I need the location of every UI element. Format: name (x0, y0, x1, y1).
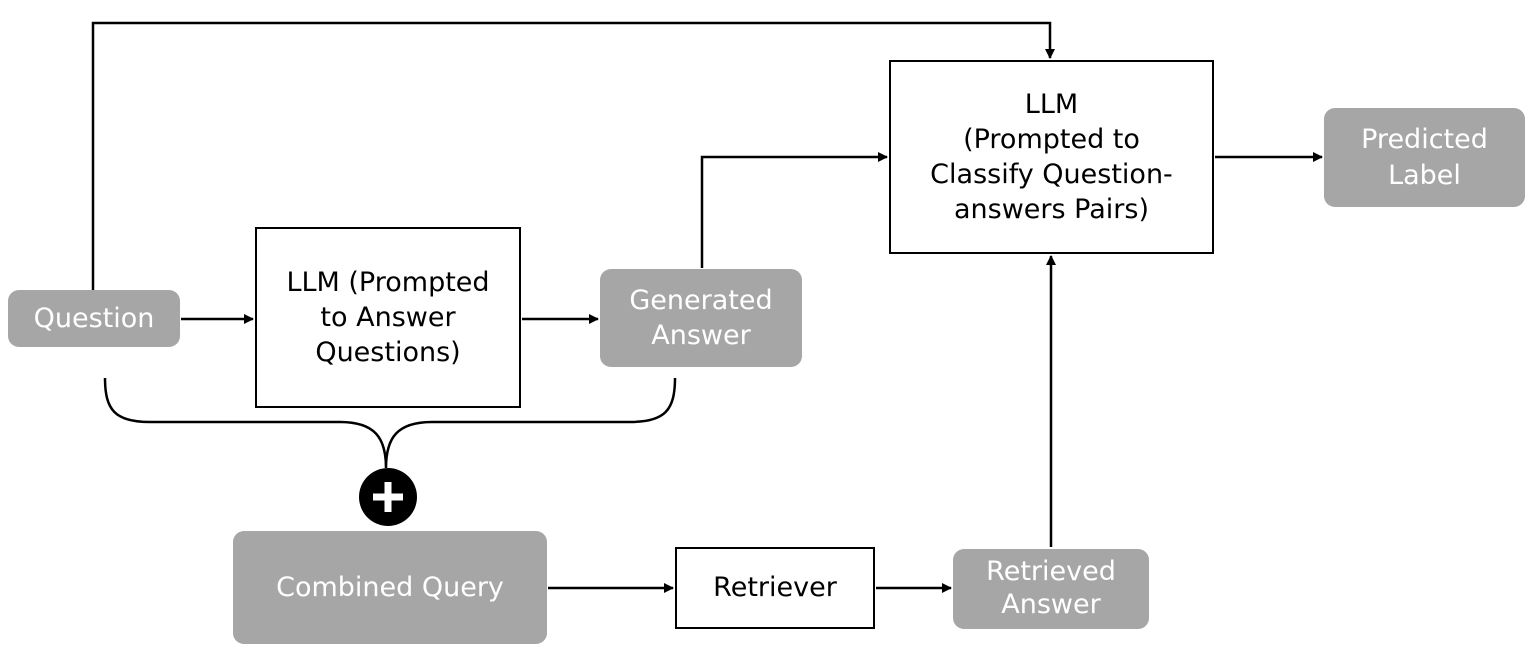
question-node: Question (8, 290, 180, 347)
predicted-label-line-2: Label (1388, 159, 1461, 191)
retrieved-answer-line-2: Answer (1001, 589, 1101, 620)
arrow-generated-to-llm-classify (700, 152, 888, 268)
question-label: Question (33, 302, 155, 334)
combined-query-node: Combined Query (233, 531, 547, 644)
generated-answer-node: Generated Answer (600, 269, 802, 367)
retrieved-answer-line-1: Retrieved (986, 556, 1116, 588)
generated-answer-line-1: Generated (629, 284, 773, 316)
plus-circle-icon (359, 468, 417, 526)
predicted-label-node: Predicted Label (1324, 108, 1525, 207)
retriever-label: Retriever (713, 572, 837, 604)
combine-brace (103, 377, 677, 469)
retriever-node: Retriever (675, 547, 875, 629)
llm-classify-line-3: Classify Question- (930, 159, 1173, 190)
retrieved-answer-node: Retrieved Answer (953, 549, 1149, 629)
llm-classify-node: LLM (Prompted to Classify Question- answ… (889, 60, 1214, 254)
llm-classify-line-4: answers Pairs) (954, 194, 1149, 226)
llm-classify-line-2: (Prompted to (963, 123, 1140, 155)
predicted-label-line-1: Predicted (1361, 124, 1488, 156)
llm-answer-line-2: to Answer (320, 301, 456, 333)
llm-classify-line-1: LLM (1024, 88, 1079, 120)
llm-answer-line-1: LLM (Prompted (286, 266, 490, 298)
combined-query-label: Combined Query (276, 571, 504, 603)
llm-answer-node: LLM (Prompted to Answer Questions) (255, 227, 521, 408)
llm-answer-line-3: Questions) (315, 337, 461, 369)
arrow-question-to-llm-classify (91, 21, 1055, 290)
generated-answer-line-2: Answer (651, 320, 751, 351)
